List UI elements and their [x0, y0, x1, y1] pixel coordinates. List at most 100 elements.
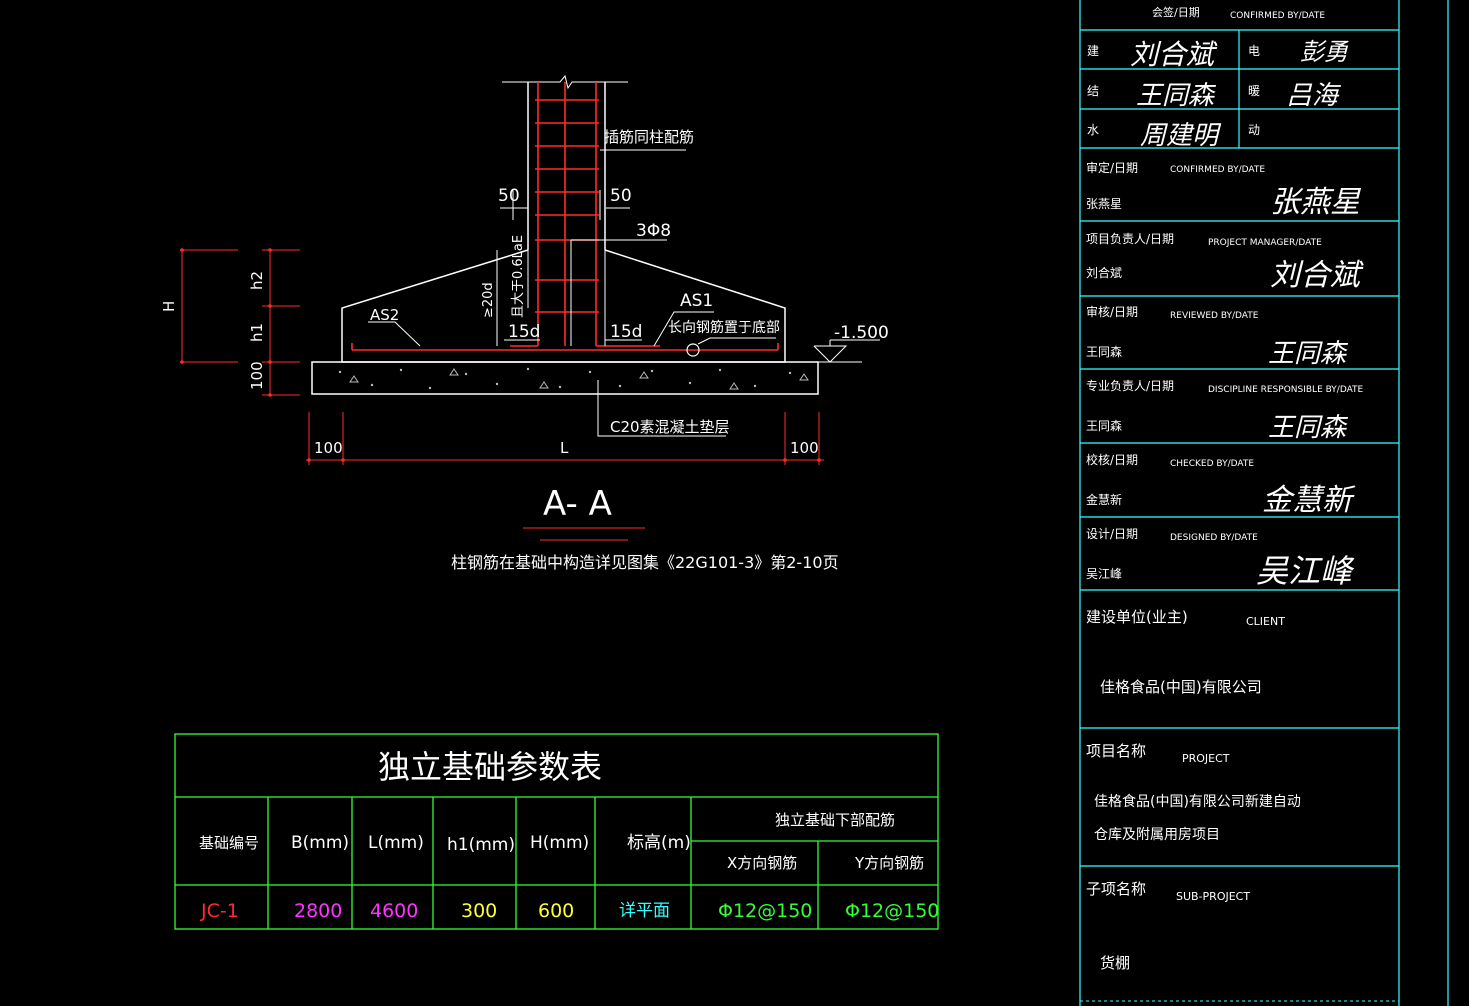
approval-row-4: 校核/日期 CHECKED BY/DATE 金慧新 金慧新 [1086, 452, 1356, 518]
row-label: 专业负责人/日期 [1086, 378, 1174, 393]
anchor-len-label: 且大于0.6LaE [511, 235, 526, 318]
row-label-en: DISCIPLINE RESPONSIBLE BY/DATE [1208, 385, 1364, 395]
param-table: 独立基础参数表 基础编号 B(mm) L(mm) h1(mm) H(mm) 标高… [174, 733, 939, 930]
countersign-en: CONFIRMED BY/DATE [1230, 11, 1325, 21]
row-label: 审定/日期 [1086, 160, 1138, 175]
100-left-label: 100 [314, 439, 343, 457]
stirrup-label: 3Φ8 [636, 221, 671, 241]
cell-B: 2800 [294, 900, 342, 922]
table-title: 独立基础参数表 [378, 748, 602, 786]
100-vert-label: 100 [248, 361, 266, 390]
as1-label: AS1 [680, 291, 713, 311]
row-label-en: PROJECT MANAGER/DATE [1208, 238, 1322, 248]
bottom-rebar [351, 343, 779, 357]
header-h1: h1(mm) [447, 835, 515, 855]
h2-label: h2 [248, 271, 266, 290]
approval-row-0: 审定/日期 CONFIRMED BY/DATE 张燕星 张燕星 [1086, 160, 1362, 220]
header-id: 基础编号 [199, 834, 259, 852]
row-signature: 金慧新 [1262, 483, 1356, 518]
15d-right-label: 15d [610, 322, 642, 342]
row-signature: 张燕星 [1270, 185, 1362, 220]
client-en: CLIENT [1246, 615, 1285, 628]
section-title: A- A [543, 484, 612, 524]
row-name: 金慧新 [1086, 492, 1122, 507]
cell-x-rebar: Φ12@150 [718, 900, 812, 922]
title-block: 会签/日期 CONFIRMED BY/DATE 建 电 结 暖 水 动 刘合斌 … [1079, 0, 1449, 1006]
discipline-power: 动 [1248, 123, 1260, 137]
cushion-hatch [338, 367, 809, 390]
15d-left-label: 15d [508, 322, 540, 342]
cell-elevation: 详平面 [619, 901, 670, 921]
row-label-en: DESIGNED BY/DATE [1170, 533, 1258, 543]
approval-row-3: 专业负责人/日期 DISCIPLINE RESPONSIBLE BY/DATE … [1086, 378, 1364, 443]
signature-hvac: 吕海 [1286, 81, 1342, 111]
header-elevation: 标高(m) [627, 833, 691, 853]
L-label: L [560, 439, 569, 457]
anchor-vert-label: ≥20d [481, 282, 496, 318]
discipline-elec: 电 [1248, 44, 1260, 58]
row-label-en: REVIEWED BY/DATE [1170, 311, 1259, 321]
as2-label: AS2 [370, 306, 399, 324]
header-H: H(mm) [530, 833, 589, 853]
countersign-label: 会签/日期 [1152, 5, 1200, 19]
header-x-rebar: X方向钢筋 [727, 854, 797, 872]
row-name: 吴江峰 [1086, 567, 1122, 581]
signature-water: 周建明 [1140, 121, 1222, 151]
row-name: 王同森 [1086, 418, 1122, 433]
row-name: 刘合斌 [1086, 265, 1122, 280]
discipline-struct: 结 [1087, 84, 1099, 98]
signature-elec: 彭勇 [1300, 38, 1349, 66]
row-name: 王同森 [1086, 344, 1122, 359]
discipline-hvac: 暖 [1248, 84, 1260, 98]
signature-arch: 刘合斌 [1130, 38, 1218, 71]
row-label: 设计/日期 [1086, 527, 1138, 541]
cushion-label: C20素混凝土垫层 [610, 418, 730, 436]
approval-row-2: 审核/日期 REVIEWED BY/DATE 王同森 王同森 [1086, 304, 1349, 369]
cell-L: 4600 [370, 900, 418, 922]
discipline-water: 水 [1087, 123, 1099, 137]
row-label-en: CHECKED BY/DATE [1170, 459, 1254, 469]
h1-label: h1 [248, 323, 266, 342]
cell-y-rebar: Φ12@150 [845, 900, 939, 922]
row-signature: 刘合斌 [1270, 258, 1364, 293]
H-label: H [160, 301, 178, 312]
approval-row-1: 项目负责人/日期 PROJECT MANAGER/DATE 刘合斌 刘合斌 [1086, 232, 1364, 293]
approval-row-5: 设计/日期 DESIGNED BY/DATE 吴江峰 吴江峰 [1086, 527, 1355, 590]
cell-h1: 300 [461, 900, 497, 922]
row-signature: 王同森 [1268, 413, 1349, 443]
100-right-label: 100 [790, 439, 819, 457]
subproject-label: 子项名称 [1086, 880, 1146, 898]
project-line1: 佳格食品(中国)有限公司新建自动 [1094, 793, 1301, 810]
subproject-name: 货棚 [1100, 954, 1130, 972]
section-drawing: 插筋同柱配筋 50 50 3Φ8 ≥20d 且大于0.6LaE AS1 AS2 … [160, 74, 889, 572]
discipline-arch: 建 [1087, 44, 1099, 58]
row-label-en: CONFIRMED BY/DATE [1170, 165, 1265, 175]
header-L: L(mm) [368, 833, 424, 853]
client-label: 建设单位(业主) [1086, 608, 1188, 626]
section-note: 柱钢筋在基础中构造详见图集《22G101-3》第2-10页 [451, 553, 839, 572]
subproject-en: SUB-PROJECT [1176, 890, 1250, 903]
row-label: 校核/日期 [1086, 452, 1138, 467]
row-signature: 王同森 [1268, 339, 1349, 369]
signature-struct: 王同森 [1136, 81, 1217, 111]
project-line2: 仓库及附属用房项目 [1094, 827, 1220, 843]
row-label: 项目负责人/日期 [1086, 232, 1174, 246]
client-name: 佳格食品(中国)有限公司 [1100, 678, 1262, 696]
project-label: 项目名称 [1086, 742, 1146, 760]
cell-id: JC-1 [200, 900, 239, 922]
row-signature: 吴江峰 [1256, 552, 1355, 590]
dim-50-left: 50 [498, 186, 520, 206]
row-name: 张燕星 [1086, 197, 1122, 211]
project-en: PROJECT [1182, 752, 1230, 765]
header-rebar-group: 独立基础下部配筋 [775, 811, 895, 829]
row-label: 审核/日期 [1086, 304, 1138, 319]
column-rebar [510, 82, 660, 347]
header-B: B(mm) [291, 833, 349, 853]
long-bar-label: 长向钢筋置于底部 [668, 319, 780, 336]
insert-label: 插筋同柱配筋 [604, 128, 694, 146]
header-y-rebar: Y方向钢筋 [854, 854, 924, 872]
elevation-label: -1.500 [834, 323, 889, 343]
cell-H: 600 [538, 900, 574, 922]
dim-50-right: 50 [610, 186, 632, 206]
